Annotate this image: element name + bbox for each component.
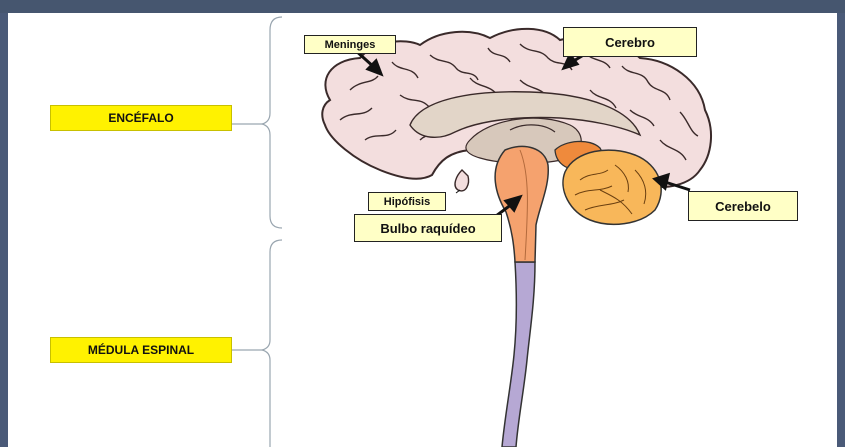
medula-espinal-label: MÉDULA ESPINAL: [50, 337, 232, 363]
bulbo-raquideo-label: Bulbo raquídeo: [354, 214, 502, 242]
medula-bracket: [232, 240, 282, 447]
hipofisis-label: Hipófisis: [368, 192, 446, 211]
top-frame-strip: [0, 0, 845, 13]
pituitary-gland: [455, 170, 468, 191]
cerebellum: [563, 150, 661, 224]
spinal-cord: [502, 262, 535, 447]
cerebro-label: Cerebro: [563, 27, 697, 57]
meninges-label: Meninges: [304, 35, 396, 54]
encefalo-label: ENCÉFALO: [50, 105, 232, 131]
brainstem: [495, 146, 548, 262]
cerebelo-label: Cerebelo: [688, 191, 798, 221]
diagram-slide: ENCÉFALO MÉDULA ESPINAL Meninges Cerebro…: [8, 13, 837, 447]
encefalo-bracket: [232, 17, 282, 228]
